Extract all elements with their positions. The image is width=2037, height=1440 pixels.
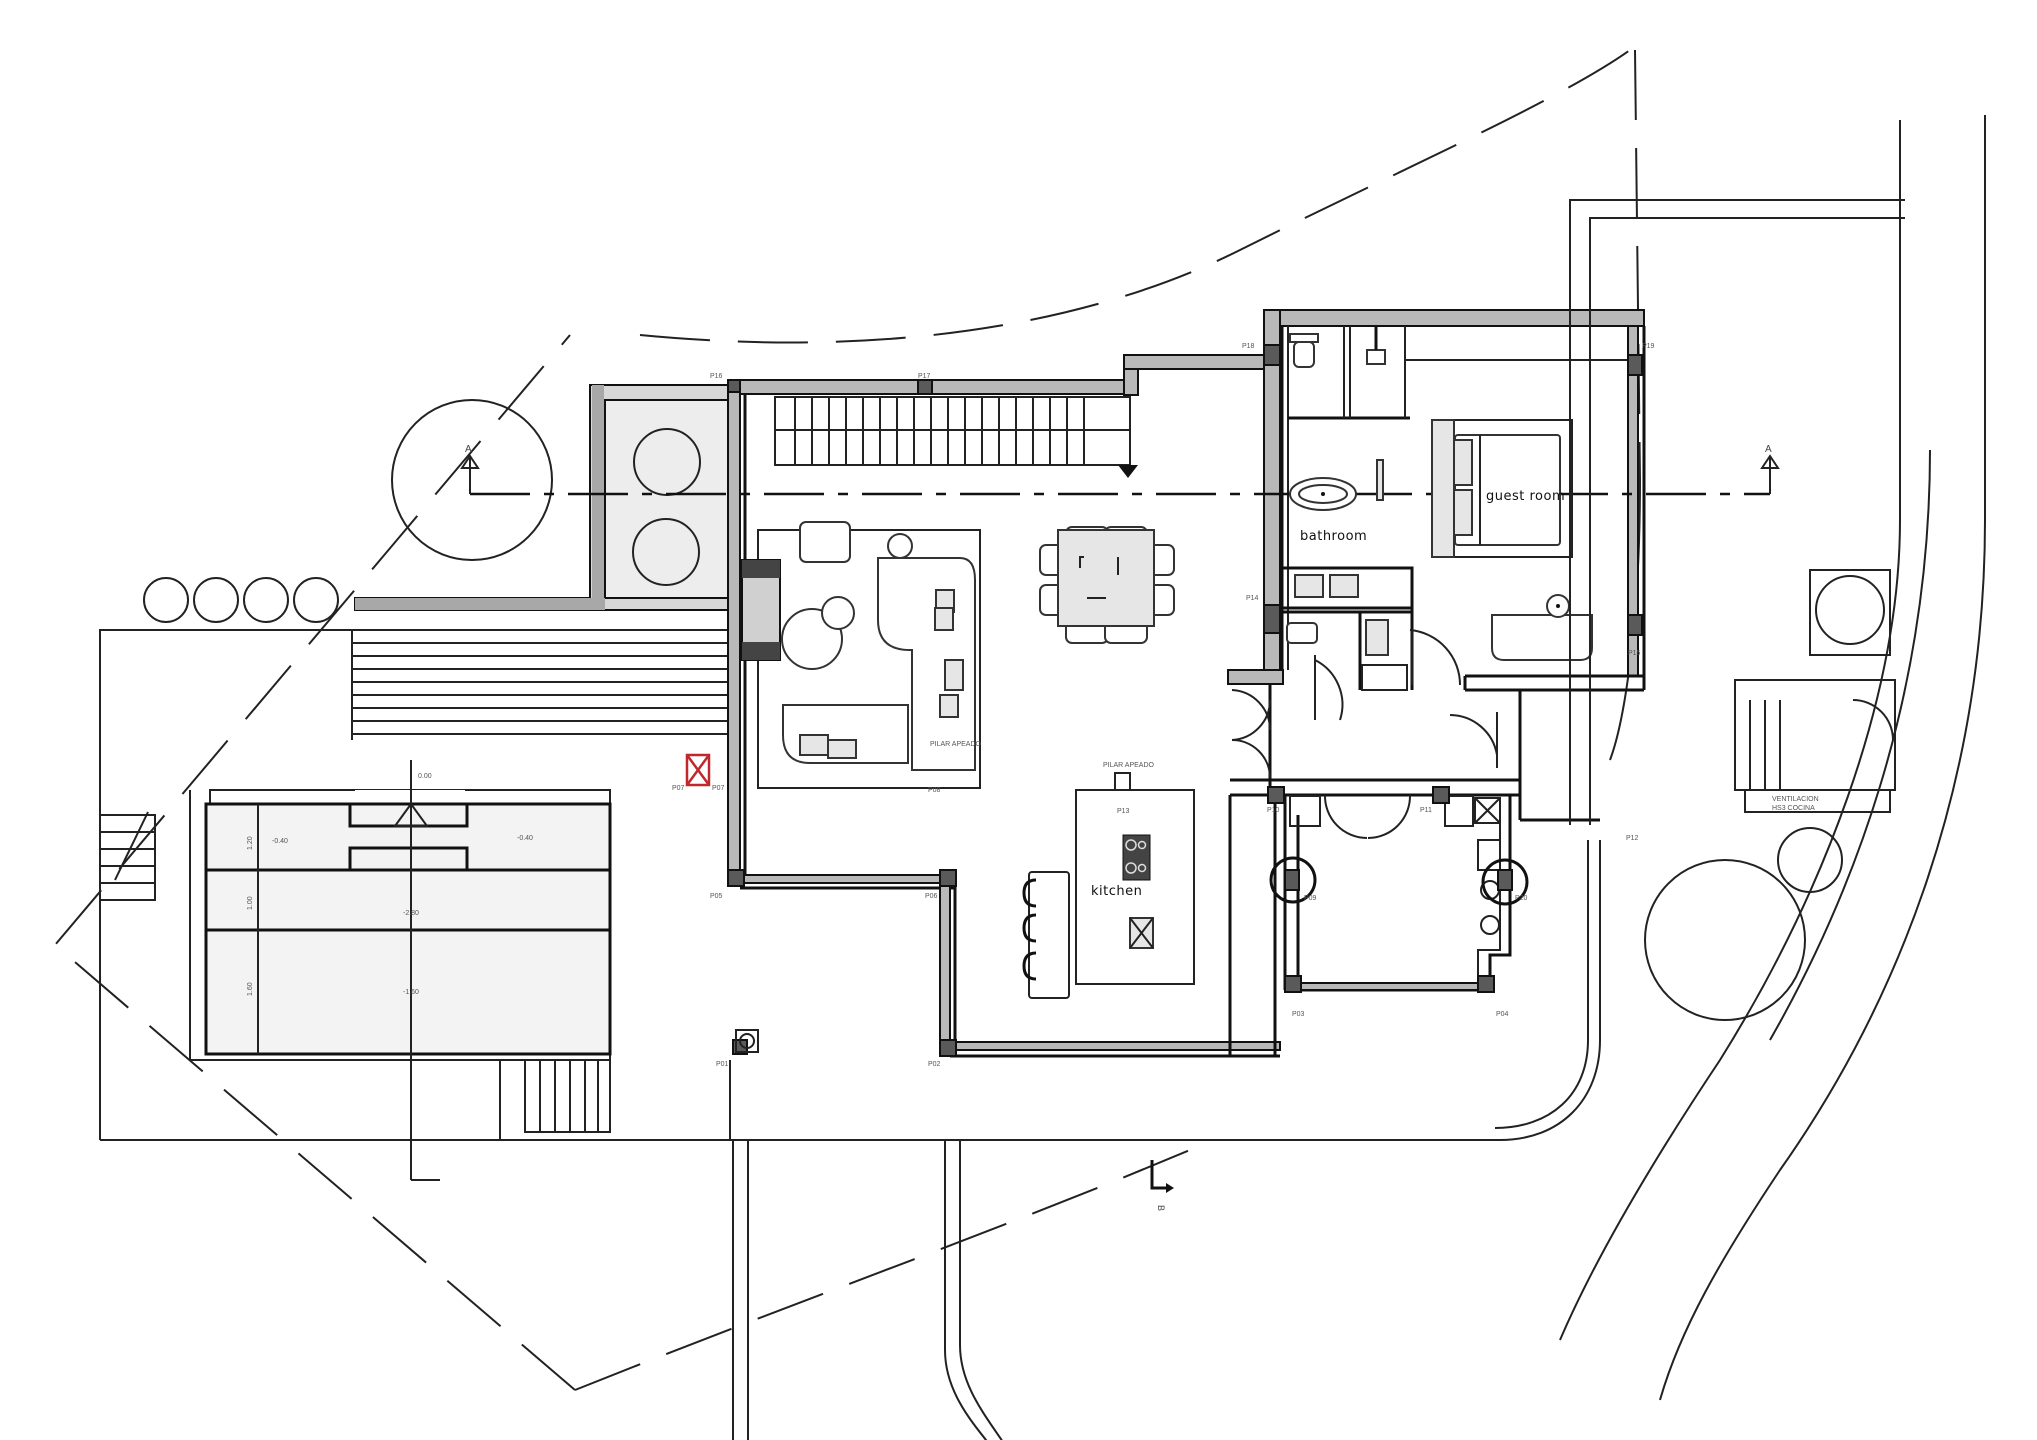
section-marker-b: B bbox=[1150, 1160, 1174, 1211]
svg-text:P20: P20 bbox=[1515, 895, 1528, 902]
svg-text:P16: P16 bbox=[710, 373, 723, 380]
tree-icon bbox=[1777, 827, 1843, 893]
door-swing-icon bbox=[1231, 689, 1272, 731]
svg-text:P18: P18 bbox=[1242, 343, 1255, 350]
room-label-kitchen: kitchen bbox=[1091, 884, 1142, 899]
bathroom-fixtures: bathroom bbox=[1286, 326, 1389, 656]
svg-text:P09: P09 bbox=[1304, 895, 1317, 902]
washbasin-icon bbox=[1329, 574, 1359, 598]
trees bbox=[143, 399, 1891, 1021]
shower-tray-icon bbox=[1366, 349, 1386, 365]
svg-text:P01: P01 bbox=[716, 1061, 729, 1068]
shrub-icon bbox=[293, 577, 339, 623]
svg-text:P13: P13 bbox=[1117, 808, 1130, 815]
pool-level-deep: -1.60 bbox=[403, 989, 419, 996]
wood-deck bbox=[351, 620, 727, 740]
pool-dim-1: 1.20 bbox=[247, 836, 254, 850]
svg-text:P11: P11 bbox=[1420, 807, 1432, 814]
svg-text:P10: P10 bbox=[1267, 807, 1280, 814]
road-curves bbox=[1559, 115, 1986, 1401]
ventilacion-label-line1: VENTILACION bbox=[1772, 796, 1819, 803]
pool-dim-2: 1.00 bbox=[247, 896, 254, 910]
planter-bed bbox=[354, 384, 731, 611]
house-walls bbox=[727, 309, 1646, 1058]
pool-steps bbox=[524, 1059, 611, 1133]
svg-text:P06: P06 bbox=[925, 893, 938, 900]
section-marker-a-left: A bbox=[465, 444, 472, 455]
room-label-bathroom: bathroom bbox=[1300, 529, 1367, 544]
svg-text:P07: P07 bbox=[672, 785, 685, 792]
pool-level-mid: -2.80 bbox=[403, 910, 419, 917]
svg-text:P19: P19 bbox=[1642, 343, 1655, 350]
svg-text:P12: P12 bbox=[1626, 835, 1639, 842]
pool-dim-3: 1.60 bbox=[247, 982, 254, 996]
staircase bbox=[774, 396, 1138, 478]
tree-icon bbox=[1815, 575, 1885, 645]
svg-text:P03: P03 bbox=[1292, 1011, 1305, 1018]
svg-text:P14: P14 bbox=[1246, 595, 1259, 602]
ventilation-annex: VENTILACION HS3 COCINA bbox=[1569, 199, 1905, 825]
stair-direction-arrow-icon bbox=[1118, 465, 1138, 478]
room-label-guest-room: guest room bbox=[1486, 489, 1565, 504]
section-marker-a-right: A bbox=[1765, 444, 1772, 455]
pool-level-right: -0.40 bbox=[517, 835, 533, 842]
pool-level-left: -0.40 bbox=[272, 838, 288, 845]
pilar-apeado-living-label: PILAR APEADO bbox=[930, 741, 982, 748]
columns bbox=[685, 344, 1643, 1057]
kitchen-island: kitchen PILAR APEADO bbox=[1022, 762, 1195, 999]
svg-text:B: B bbox=[1156, 1205, 1166, 1211]
pilar-apeado-kitchen-label: PILAR APEADO bbox=[1103, 762, 1155, 769]
washbasin-icon bbox=[1294, 574, 1324, 598]
pillar-labels: P01 P02 P03 P04 P05 P06 P07 P07 P08 P09 … bbox=[672, 343, 1655, 1068]
doors bbox=[1231, 629, 1498, 839]
svg-text:P04: P04 bbox=[1496, 1011, 1509, 1018]
shrub-icon bbox=[193, 577, 239, 623]
service-shafts bbox=[1269, 795, 1529, 935]
guest-room-furniture: guest room bbox=[1431, 419, 1593, 661]
toilet-icon bbox=[1293, 341, 1315, 368]
living-room-furniture: PILAR APEADO bbox=[741, 521, 982, 789]
svg-text:P05: P05 bbox=[710, 893, 723, 900]
desk-chair-icon bbox=[1491, 614, 1593, 661]
svg-text:P07: P07 bbox=[712, 785, 725, 792]
svg-text:P17: P17 bbox=[918, 373, 931, 380]
demolished-pillar-icon bbox=[685, 753, 711, 787]
svg-text:P02: P02 bbox=[928, 1061, 941, 1068]
ventilacion-label-line2: HS3 COCINA bbox=[1772, 805, 1815, 812]
terrace-outline bbox=[99, 629, 1601, 1440]
dining-table-icon bbox=[1057, 529, 1155, 627]
swimming-pool: 0.00 -0.40 -0.40 -2.80 -1.60 1.20 1.00 1… bbox=[204, 760, 612, 1181]
tree-icon bbox=[391, 399, 553, 561]
plot-boundary bbox=[53, 49, 1641, 1391]
svg-text:P08: P08 bbox=[928, 787, 941, 794]
washbasin-icon bbox=[1365, 619, 1389, 656]
drain bbox=[735, 1029, 759, 1053]
left-stairs bbox=[99, 811, 156, 901]
armchair-icon bbox=[799, 521, 851, 563]
dining-table bbox=[1039, 526, 1175, 644]
toilet-icon bbox=[1286, 622, 1318, 644]
tree-icon bbox=[632, 518, 700, 586]
drain-icon bbox=[739, 1033, 755, 1049]
tree-icon bbox=[1644, 859, 1806, 1021]
shrub-icon bbox=[243, 577, 289, 623]
pool-level-top: 0.00 bbox=[418, 773, 432, 780]
svg-text:P15: P15 bbox=[1628, 650, 1641, 657]
shrub-icon bbox=[143, 577, 189, 623]
